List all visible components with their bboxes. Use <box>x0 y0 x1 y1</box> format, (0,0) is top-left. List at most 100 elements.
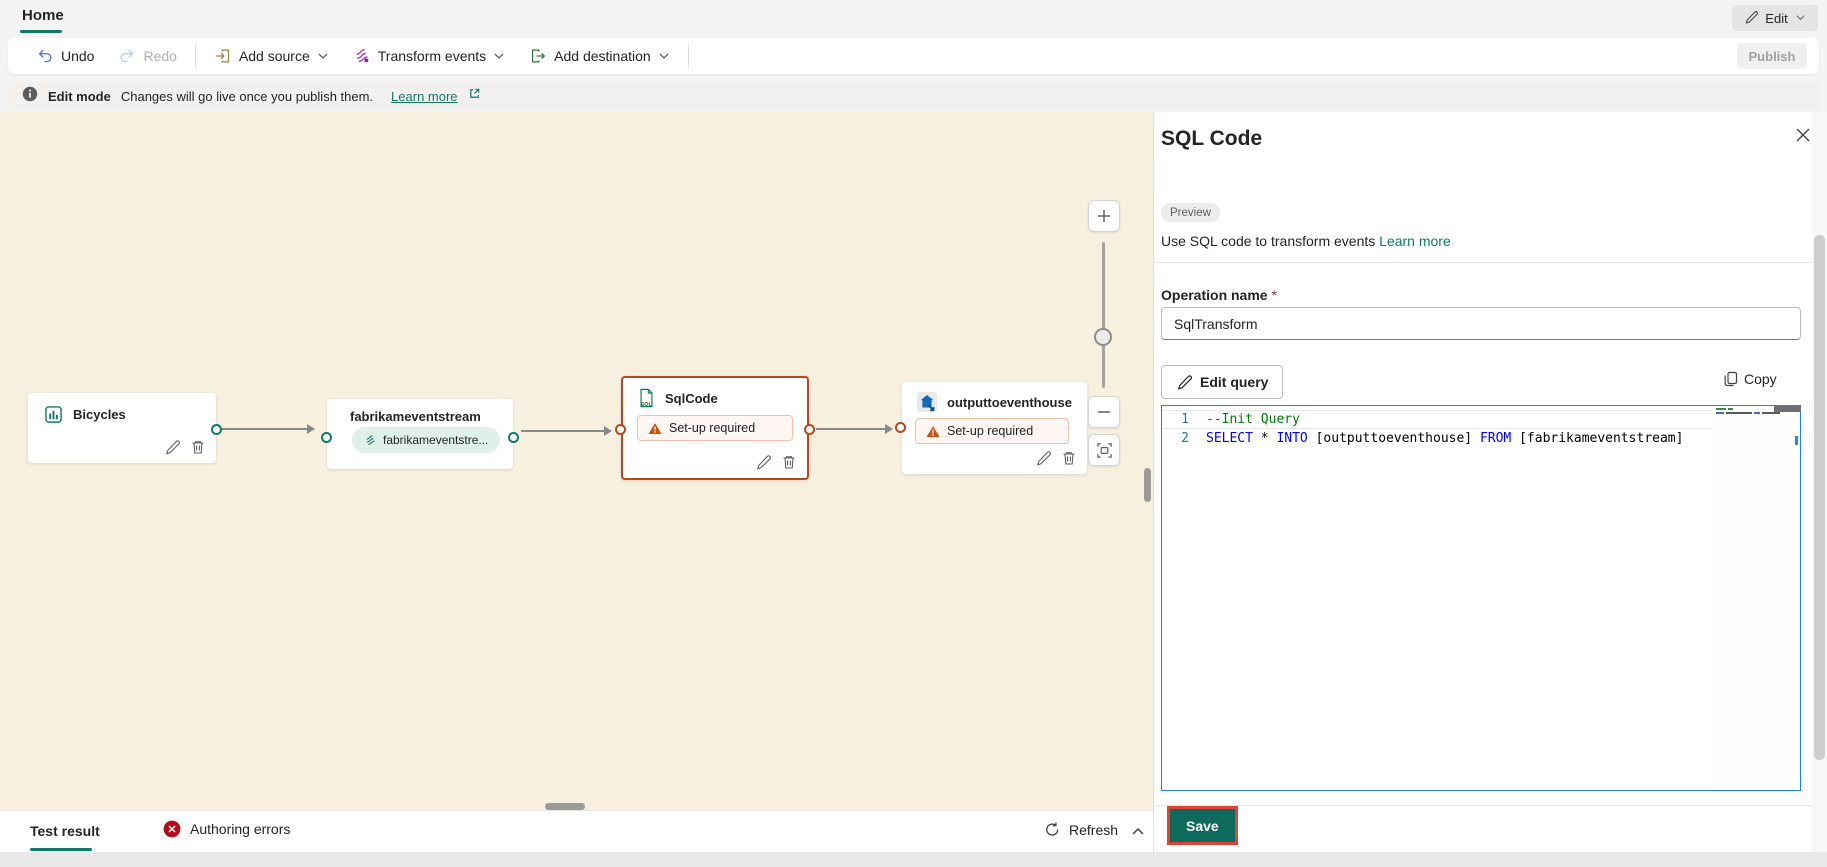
vertical-scrollbar-thumb[interactable] <box>1144 468 1151 502</box>
undo-button[interactable]: Undo <box>24 38 106 74</box>
eventstream-pill-label: fabrikameventstre... <box>383 433 489 447</box>
horizontal-scrollbar-thumb[interactable] <box>545 803 585 810</box>
tab-home[interactable]: Home <box>22 7 64 24</box>
redo-icon <box>120 49 134 63</box>
node-eventstream[interactable]: fabrikameventstream fabrikameventstre... <box>321 399 519 469</box>
node-label: outputtoeventhouse <box>947 394 1072 410</box>
edit-query-button[interactable]: Edit query <box>1161 365 1284 399</box>
copy-button[interactable]: Copy <box>1723 371 1777 387</box>
edge-connector <box>521 426 612 436</box>
edit-node-icon[interactable] <box>1035 450 1051 466</box>
delete-node-icon[interactable] <box>781 454 797 470</box>
add-destination-button[interactable]: Add destination <box>517 38 682 74</box>
edit-node-icon[interactable] <box>755 454 771 470</box>
edge-connector <box>816 424 893 434</box>
banner-learn-more-link[interactable]: Learn more <box>391 88 458 104</box>
error-icon <box>163 820 181 838</box>
close-panel-icon[interactable] <box>1794 126 1812 149</box>
pencil-icon <box>1744 10 1759 27</box>
redo-button[interactable]: Redo <box>106 38 188 74</box>
pencil-icon <box>1177 375 1192 390</box>
operation-name-input[interactable] <box>1161 307 1801 340</box>
external-link-icon <box>468 87 481 105</box>
save-button[interactable]: Save <box>1167 806 1238 845</box>
node-sqlcode[interactable]: SQL SqlCode Set-up required <box>615 376 815 480</box>
node-label: fabrikameventstream <box>350 409 481 424</box>
minimap-slider[interactable] <box>1774 406 1801 412</box>
add-source-icon <box>216 49 229 63</box>
test-result-underline <box>30 848 92 851</box>
panel-footer-divider <box>1153 805 1812 806</box>
transform-events-label: Transform events <box>377 48 487 64</box>
redo-label: Redo <box>143 48 177 64</box>
panel-title: SQL Code <box>1161 127 1263 150</box>
chevron-up-icon <box>1132 827 1144 835</box>
undo-label: Undo <box>61 48 95 64</box>
tab-test-result[interactable]: Test result <box>30 823 100 839</box>
chevron-down-icon <box>318 53 328 59</box>
transform-events-icon <box>356 49 369 63</box>
output-port[interactable] <box>211 424 222 435</box>
authoring-errors-label: Authoring errors <box>190 821 291 837</box>
svg-text:SQL: SQL <box>641 402 653 408</box>
input-port[interactable] <box>615 424 626 435</box>
add-destination-icon <box>532 49 546 63</box>
chevron-down-icon <box>1795 11 1806 26</box>
node-eventhouse[interactable]: outputtoeventhouse Set-up required <box>895 382 1087 474</box>
edit-mode-button[interactable]: Edit <box>1732 5 1818 31</box>
warning-icon <box>926 425 940 437</box>
panel-scrollbar-thumb[interactable] <box>1814 235 1825 760</box>
sql-code-editor[interactable] <box>1161 405 1801 791</box>
edge-connector <box>222 424 315 434</box>
add-source-button[interactable]: Add source <box>202 38 341 74</box>
sql-code-icon: SQL <box>640 388 653 408</box>
add-destination-label: Add destination <box>554 48 651 64</box>
copy-label: Copy <box>1744 371 1777 387</box>
eventstream-pill[interactable]: fabrikameventstre... <box>352 427 501 453</box>
warning-icon <box>648 422 662 434</box>
code-line[interactable]: 1--Init Query <box>1162 410 1712 429</box>
panel-learn-more-link[interactable]: Learn more <box>1379 233 1451 249</box>
eventhouse-icon <box>916 391 938 413</box>
banner-title: Edit mode <box>48 88 111 104</box>
output-port[interactable] <box>508 432 519 443</box>
setup-required-label: Set-up required <box>669 421 756 435</box>
fit-to-screen-button[interactable] <box>1088 434 1120 466</box>
output-port[interactable] <box>804 424 815 435</box>
collapse-panel-button[interactable] <box>1130 824 1146 845</box>
edit-node-icon[interactable] <box>164 439 180 455</box>
banner-message: Changes will go live once you publish th… <box>120 88 374 104</box>
chevron-down-icon <box>659 53 669 59</box>
refresh-label: Refresh <box>1069 821 1119 838</box>
ribbon-toolbar: Undo Redo Add source Transform events Ad… <box>8 38 1819 74</box>
node-label: Bicycles <box>73 407 126 422</box>
tab-authoring-errors[interactable]: Authoring errors <box>163 820 290 838</box>
input-port[interactable] <box>895 422 906 433</box>
transform-events-button[interactable]: Transform events <box>341 38 517 74</box>
publish-button[interactable]: Publish <box>1737 43 1807 69</box>
panel-description-text: Use SQL code to transform events <box>1161 233 1376 249</box>
edit-mode-label: Edit <box>1765 10 1788 26</box>
node-bicycles[interactable]: Bicycles <box>28 393 222 463</box>
zoom-in-button[interactable] <box>1088 200 1120 232</box>
zoom-slider-handle[interactable] <box>1094 328 1112 346</box>
input-port[interactable] <box>321 432 332 443</box>
node-label: SqlCode <box>665 390 718 406</box>
editor-minimap <box>1713 406 1793 788</box>
bottom-strip <box>0 852 1827 867</box>
operation-name-label-text: Operation name <box>1161 287 1268 303</box>
chevron-down-icon <box>494 53 504 59</box>
delete-node-icon[interactable] <box>190 439 206 455</box>
panel-description: Use SQL code to transform events Learn m… <box>1161 233 1451 249</box>
undo-icon <box>38 49 52 63</box>
zoom-out-button[interactable] <box>1088 396 1120 428</box>
preview-badge: Preview <box>1161 203 1220 222</box>
add-source-label: Add source <box>238 48 310 64</box>
tab-home-underline <box>20 30 62 33</box>
refresh-button[interactable]: Refresh <box>1044 821 1118 838</box>
delete-node-icon[interactable] <box>1061 450 1077 466</box>
diagram-canvas[interactable]: Bicycles fabrikameventstream fabrikameve… <box>0 112 1153 810</box>
